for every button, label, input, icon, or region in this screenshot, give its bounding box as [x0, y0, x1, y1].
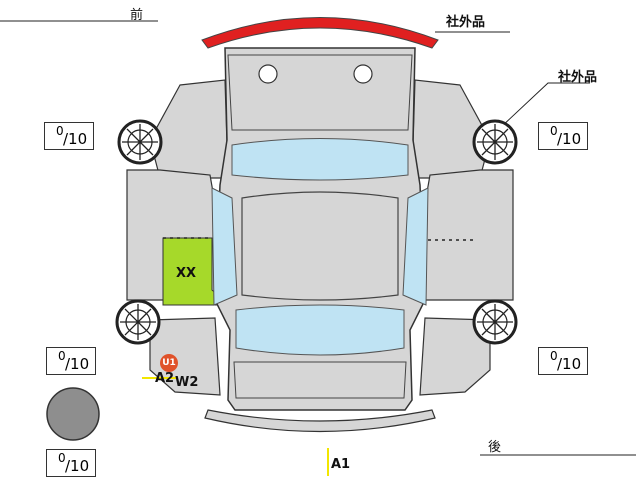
- w2-mark-label: W2: [175, 375, 199, 390]
- right-rear-quarter: [419, 317, 491, 396]
- tire-score-total: /10: [63, 130, 88, 148]
- front-bumper: [201, 17, 439, 49]
- windshield: [231, 138, 409, 181]
- tire-score-value: 0: [56, 124, 64, 138]
- tire-score-value: 0: [550, 124, 558, 138]
- tire-score-rear-left: 0 /10: [46, 347, 96, 375]
- front-left-wheel: [117, 119, 163, 165]
- rear-label: 後: [488, 440, 502, 455]
- aftermarket-side-leader: [499, 82, 590, 129]
- tire-score-total: /10: [557, 355, 582, 373]
- front-label: 前: [130, 8, 144, 23]
- left-side-window: [211, 187, 238, 306]
- tire-score-total: /10: [65, 457, 90, 475]
- rear-bumper: [204, 409, 436, 433]
- aftermarket-side-label: 社外品: [558, 70, 598, 85]
- tire-score-value: 0: [58, 349, 66, 363]
- right-doors: [407, 169, 514, 301]
- right-headlamp: [353, 64, 373, 84]
- spare-tire: [46, 387, 100, 441]
- tire-score-front-left: 0 /10: [44, 122, 94, 150]
- tire-score-front-right: 0 /10: [538, 122, 588, 150]
- a1-mark-label: A1: [331, 457, 351, 472]
- trunk-panel: [233, 361, 407, 399]
- tire-score-rear-right: 0 /10: [538, 347, 588, 375]
- left-headlamp: [258, 64, 278, 84]
- rear-right-wheel: [472, 299, 518, 345]
- front-right-wheel: [472, 119, 518, 165]
- roof-panel: [241, 191, 399, 301]
- a2-mark-label: A2: [155, 371, 175, 386]
- tire-score-spare: 0 /10: [46, 449, 96, 477]
- u1-mark-badge: U1: [160, 354, 178, 372]
- tire-score-value: 0: [550, 349, 558, 363]
- right-side-window: [402, 187, 429, 306]
- left-rear-quarter: [149, 317, 221, 396]
- xx-mark-label: XX: [176, 266, 197, 281]
- rear-left-wheel: [115, 299, 161, 345]
- hood-panel: [227, 54, 413, 131]
- rear-window: [235, 304, 405, 356]
- tire-score-value: 0: [58, 451, 66, 465]
- tire-score-total: /10: [65, 355, 90, 373]
- left-front-fender: [149, 79, 229, 179]
- tire-score-total: /10: [557, 130, 582, 148]
- aftermarket-top-label: 社外品: [446, 15, 486, 30]
